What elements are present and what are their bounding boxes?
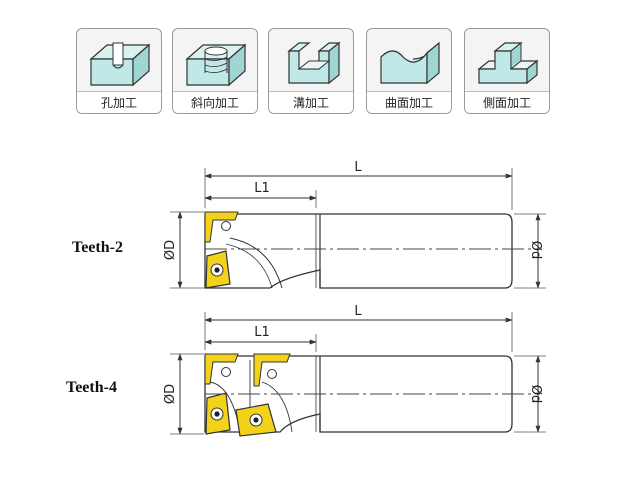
operation-tile-side: 側面加工	[464, 28, 550, 114]
operation-icons-row: 孔加工 斜向加工 溝加工 曲面加工	[76, 28, 556, 116]
dimension-L-label: L	[354, 160, 362, 175]
operation-tile-curved: 曲面加工	[366, 28, 452, 114]
dimension-L1-label: L1	[254, 181, 270, 196]
operation-tile-ramping: 斜向加工	[172, 28, 258, 114]
dimension-D-label: ØD	[163, 384, 178, 404]
slot-machining-icon	[287, 41, 341, 85]
operation-label: 斜向加工	[173, 91, 257, 113]
side-machining-icon	[477, 41, 539, 85]
tool-teeth-4: Teeth-4 L L1 ØD Ø	[66, 304, 546, 437]
top-insert	[204, 211, 239, 243]
coolant-hole	[221, 221, 231, 231]
curved-surface-machining-icon	[380, 41, 440, 85]
hole-machining-icon	[89, 42, 151, 87]
tool-name: Teeth-2	[72, 239, 123, 256]
tool-teeth-2: Teeth-2 L L1 ØD Ød	[72, 160, 546, 289]
tool-name: Teeth-4	[66, 379, 117, 396]
dimension-d-label: Ød	[528, 385, 543, 403]
operation-label: 曲面加工	[367, 91, 451, 113]
top-insert	[253, 353, 291, 387]
coolant-hole	[221, 367, 231, 377]
operation-tile-slot: 溝加工	[268, 28, 354, 114]
ramping-machining-icon	[185, 43, 247, 87]
dimension-d-label: Ød	[528, 241, 543, 259]
dimension-L1-label: L1	[254, 325, 270, 340]
dimension-L-label: L	[354, 304, 362, 319]
tool-body	[204, 213, 513, 289]
dimension-D-label: ØD	[163, 240, 178, 260]
top-insert	[204, 353, 239, 385]
operation-tile-hole: 孔加工	[76, 28, 162, 114]
operation-label: 溝加工	[269, 91, 353, 113]
operation-label: 側面加工	[465, 91, 549, 113]
operation-label: 孔加工	[77, 91, 161, 113]
coolant-hole	[267, 369, 277, 379]
